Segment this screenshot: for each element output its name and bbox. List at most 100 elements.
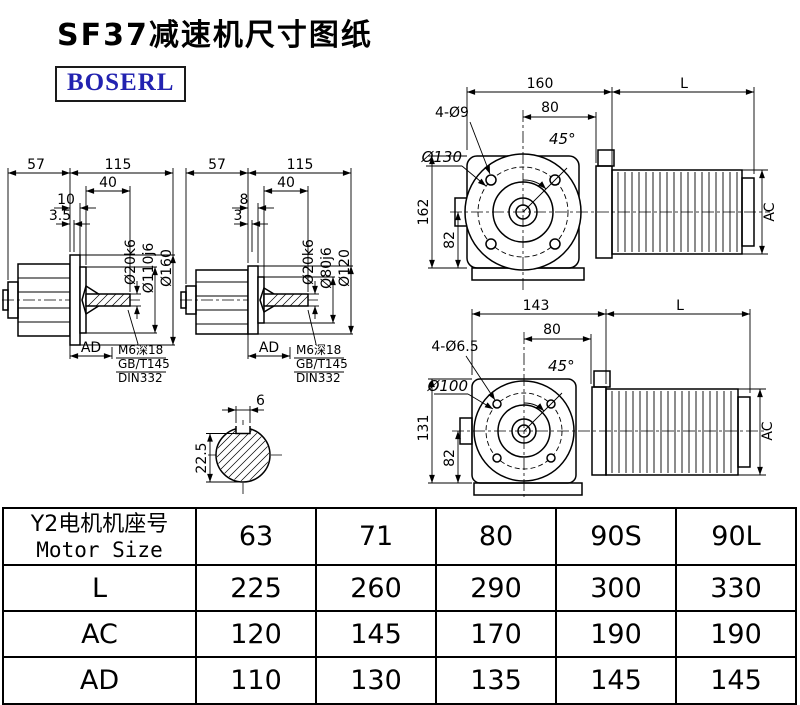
dim-143-label: 143 bbox=[523, 298, 550, 314]
bolt-hole bbox=[485, 174, 497, 186]
dim-115-label: 115 bbox=[105, 157, 132, 173]
dimension-lines-section bbox=[206, 406, 264, 483]
thread-note-2-line3: DIN332 bbox=[296, 371, 341, 385]
spigot-dia-label-2: Ø80j6 bbox=[319, 247, 335, 289]
table-header-row: Y2电机机座号 Motor Size 63 71 80 90S 90L bbox=[2, 507, 797, 566]
dim-162-label: 162 bbox=[416, 199, 432, 226]
front-view-bottom: 143 L 80 4-Ø6.5 45° Ø100 131 82 AC bbox=[416, 298, 776, 500]
AD-value: 110 bbox=[195, 656, 317, 705]
AD-value: 145 bbox=[675, 656, 797, 705]
dim-10-label: 10 bbox=[57, 192, 75, 208]
bolt-hole bbox=[492, 399, 502, 409]
AC-value: 190 bbox=[555, 610, 677, 658]
holes-label-top: 4-Ø9 bbox=[435, 105, 469, 121]
motor-size-header-en: Motor Size bbox=[36, 537, 163, 562]
gearbox-motor-outline-bottom bbox=[452, 332, 766, 500]
thread-note-2-line1: M6深18 bbox=[296, 343, 341, 357]
dim-ac-label-top: AC bbox=[762, 202, 778, 221]
AD-value: 145 bbox=[555, 656, 677, 705]
spigot-dia-label-1: Ø110j6 bbox=[141, 243, 157, 294]
key-width-label: 6 bbox=[256, 393, 265, 409]
shaft-dia-label-2: Ø20k6 bbox=[301, 239, 317, 285]
flange-dia-label-2: Ø120 bbox=[337, 249, 353, 287]
gearbox-outline-1 bbox=[2, 254, 140, 346]
frame-size-63: 63 bbox=[195, 507, 317, 566]
L-value: 300 bbox=[555, 564, 677, 612]
angle-label-bottom: 45° bbox=[548, 357, 575, 375]
dim-82-label-bottom: 82 bbox=[442, 449, 458, 467]
holes-label-bottom: 4-Ø6.5 bbox=[431, 339, 478, 355]
dim-82-label-top: 82 bbox=[442, 231, 458, 249]
thread-note-1-line3: DIN332 bbox=[118, 371, 163, 385]
dim-ad-label-2: AD bbox=[259, 340, 279, 356]
gearbox-outline-2 bbox=[180, 265, 318, 335]
dimension-lines-bottom bbox=[428, 309, 766, 484]
AC-value: 170 bbox=[435, 610, 557, 658]
dim-40-label-2: 40 bbox=[277, 175, 295, 191]
side-view-2: 57 115 40 8 3 Ø20k6 Ø80j6 Ø120 AD M6深18 … bbox=[180, 157, 354, 385]
dimension-lines-1 bbox=[7, 168, 176, 373]
dim-L-label-top: L bbox=[680, 76, 688, 92]
bolt-hole bbox=[485, 238, 497, 250]
side-view-1: 57 115 40 10 3.5 Ø20k6 Ø110j6 Ø160 AD M6… bbox=[2, 157, 176, 385]
L-value: 330 bbox=[675, 564, 797, 612]
dim-57-label: 57 bbox=[27, 157, 45, 173]
AD-value: 130 bbox=[315, 656, 437, 705]
dim-160-label: 160 bbox=[527, 76, 554, 92]
dimension-lines-2 bbox=[185, 168, 354, 373]
bolt-circle-label-bottom: Ø100 bbox=[427, 377, 468, 395]
dim-L-label-bottom: L bbox=[676, 298, 684, 314]
AC-value: 120 bbox=[195, 610, 317, 658]
frame-size-71: 71 bbox=[315, 507, 437, 566]
dim-131-label: 131 bbox=[416, 415, 432, 442]
table-row-AC: AC 120 145 170 190 190 bbox=[2, 610, 797, 658]
dim-57-label-2: 57 bbox=[208, 157, 226, 173]
dimension-table: Y2电机机座号 Motor Size 63 71 80 90S 90L L 22… bbox=[2, 507, 797, 705]
motor-size-header-cn: Y2电机机座号 bbox=[30, 511, 169, 537]
L-value: 225 bbox=[195, 564, 317, 612]
flange-dia-label-1: Ø160 bbox=[159, 249, 175, 287]
bolt-hole bbox=[492, 453, 502, 463]
technical-drawing: 57 115 40 10 3.5 Ø20k6 Ø110j6 Ø160 AD M6… bbox=[2, 76, 778, 500]
dim-8-label: 8 bbox=[240, 192, 249, 208]
row-label-AD: AD bbox=[2, 656, 197, 705]
gearbox-motor-outline-top bbox=[450, 110, 770, 290]
dimension-lines-top bbox=[426, 87, 768, 269]
AC-value: 145 bbox=[315, 610, 437, 658]
dim-40-label: 40 bbox=[99, 175, 117, 191]
row-label-L: L bbox=[2, 564, 197, 612]
table-row-L: L 225 260 290 300 330 bbox=[2, 564, 797, 612]
brand-text: BOSERL bbox=[67, 69, 175, 96]
row-label-AC: AC bbox=[2, 610, 197, 658]
front-view-top: 160 L 80 4-Ø9 45° Ø130 162 82 AC bbox=[416, 76, 778, 290]
dim-ac-label-bottom: AC bbox=[760, 421, 776, 440]
dim-3-label: 3 bbox=[234, 208, 243, 224]
dim-80-label-top: 80 bbox=[541, 100, 559, 116]
page-title: SF37减速机尺寸图纸 bbox=[57, 18, 373, 53]
keyway bbox=[235, 426, 251, 435]
dim-3-5-label: 3.5 bbox=[49, 208, 71, 224]
dim-ad-label-1: AD bbox=[81, 340, 101, 356]
bolt-circle-label-top: Ø130 bbox=[421, 148, 462, 166]
AC-value: 190 bbox=[675, 610, 797, 658]
frame-size-90S: 90S bbox=[555, 507, 677, 566]
thread-note-2-line2: GB/T145 bbox=[296, 357, 348, 371]
dim-80-label-bottom: 80 bbox=[543, 322, 561, 338]
bolt-hole bbox=[546, 453, 556, 463]
frame-size-80: 80 bbox=[435, 507, 557, 566]
bolt-hole bbox=[549, 238, 561, 250]
angle-label-top: 45° bbox=[549, 130, 576, 148]
key-depth-label: 22.5 bbox=[194, 442, 210, 473]
thread-note-1-line1: M6深18 bbox=[118, 343, 163, 357]
shaft-dia-label-1: Ø20k6 bbox=[123, 239, 139, 285]
L-value: 260 bbox=[315, 564, 437, 612]
brand-logo: BOSERL bbox=[55, 66, 187, 102]
dim-115-label-2: 115 bbox=[287, 157, 314, 173]
AD-value: 135 bbox=[435, 656, 557, 705]
motor-size-header-cell: Y2电机机座号 Motor Size bbox=[2, 507, 197, 566]
L-value: 290 bbox=[435, 564, 557, 612]
thread-note-1-line2: GB/T145 bbox=[118, 357, 170, 371]
frame-size-90L: 90L bbox=[675, 507, 797, 566]
table-row-AD: AD 110 130 135 145 145 bbox=[2, 656, 797, 705]
